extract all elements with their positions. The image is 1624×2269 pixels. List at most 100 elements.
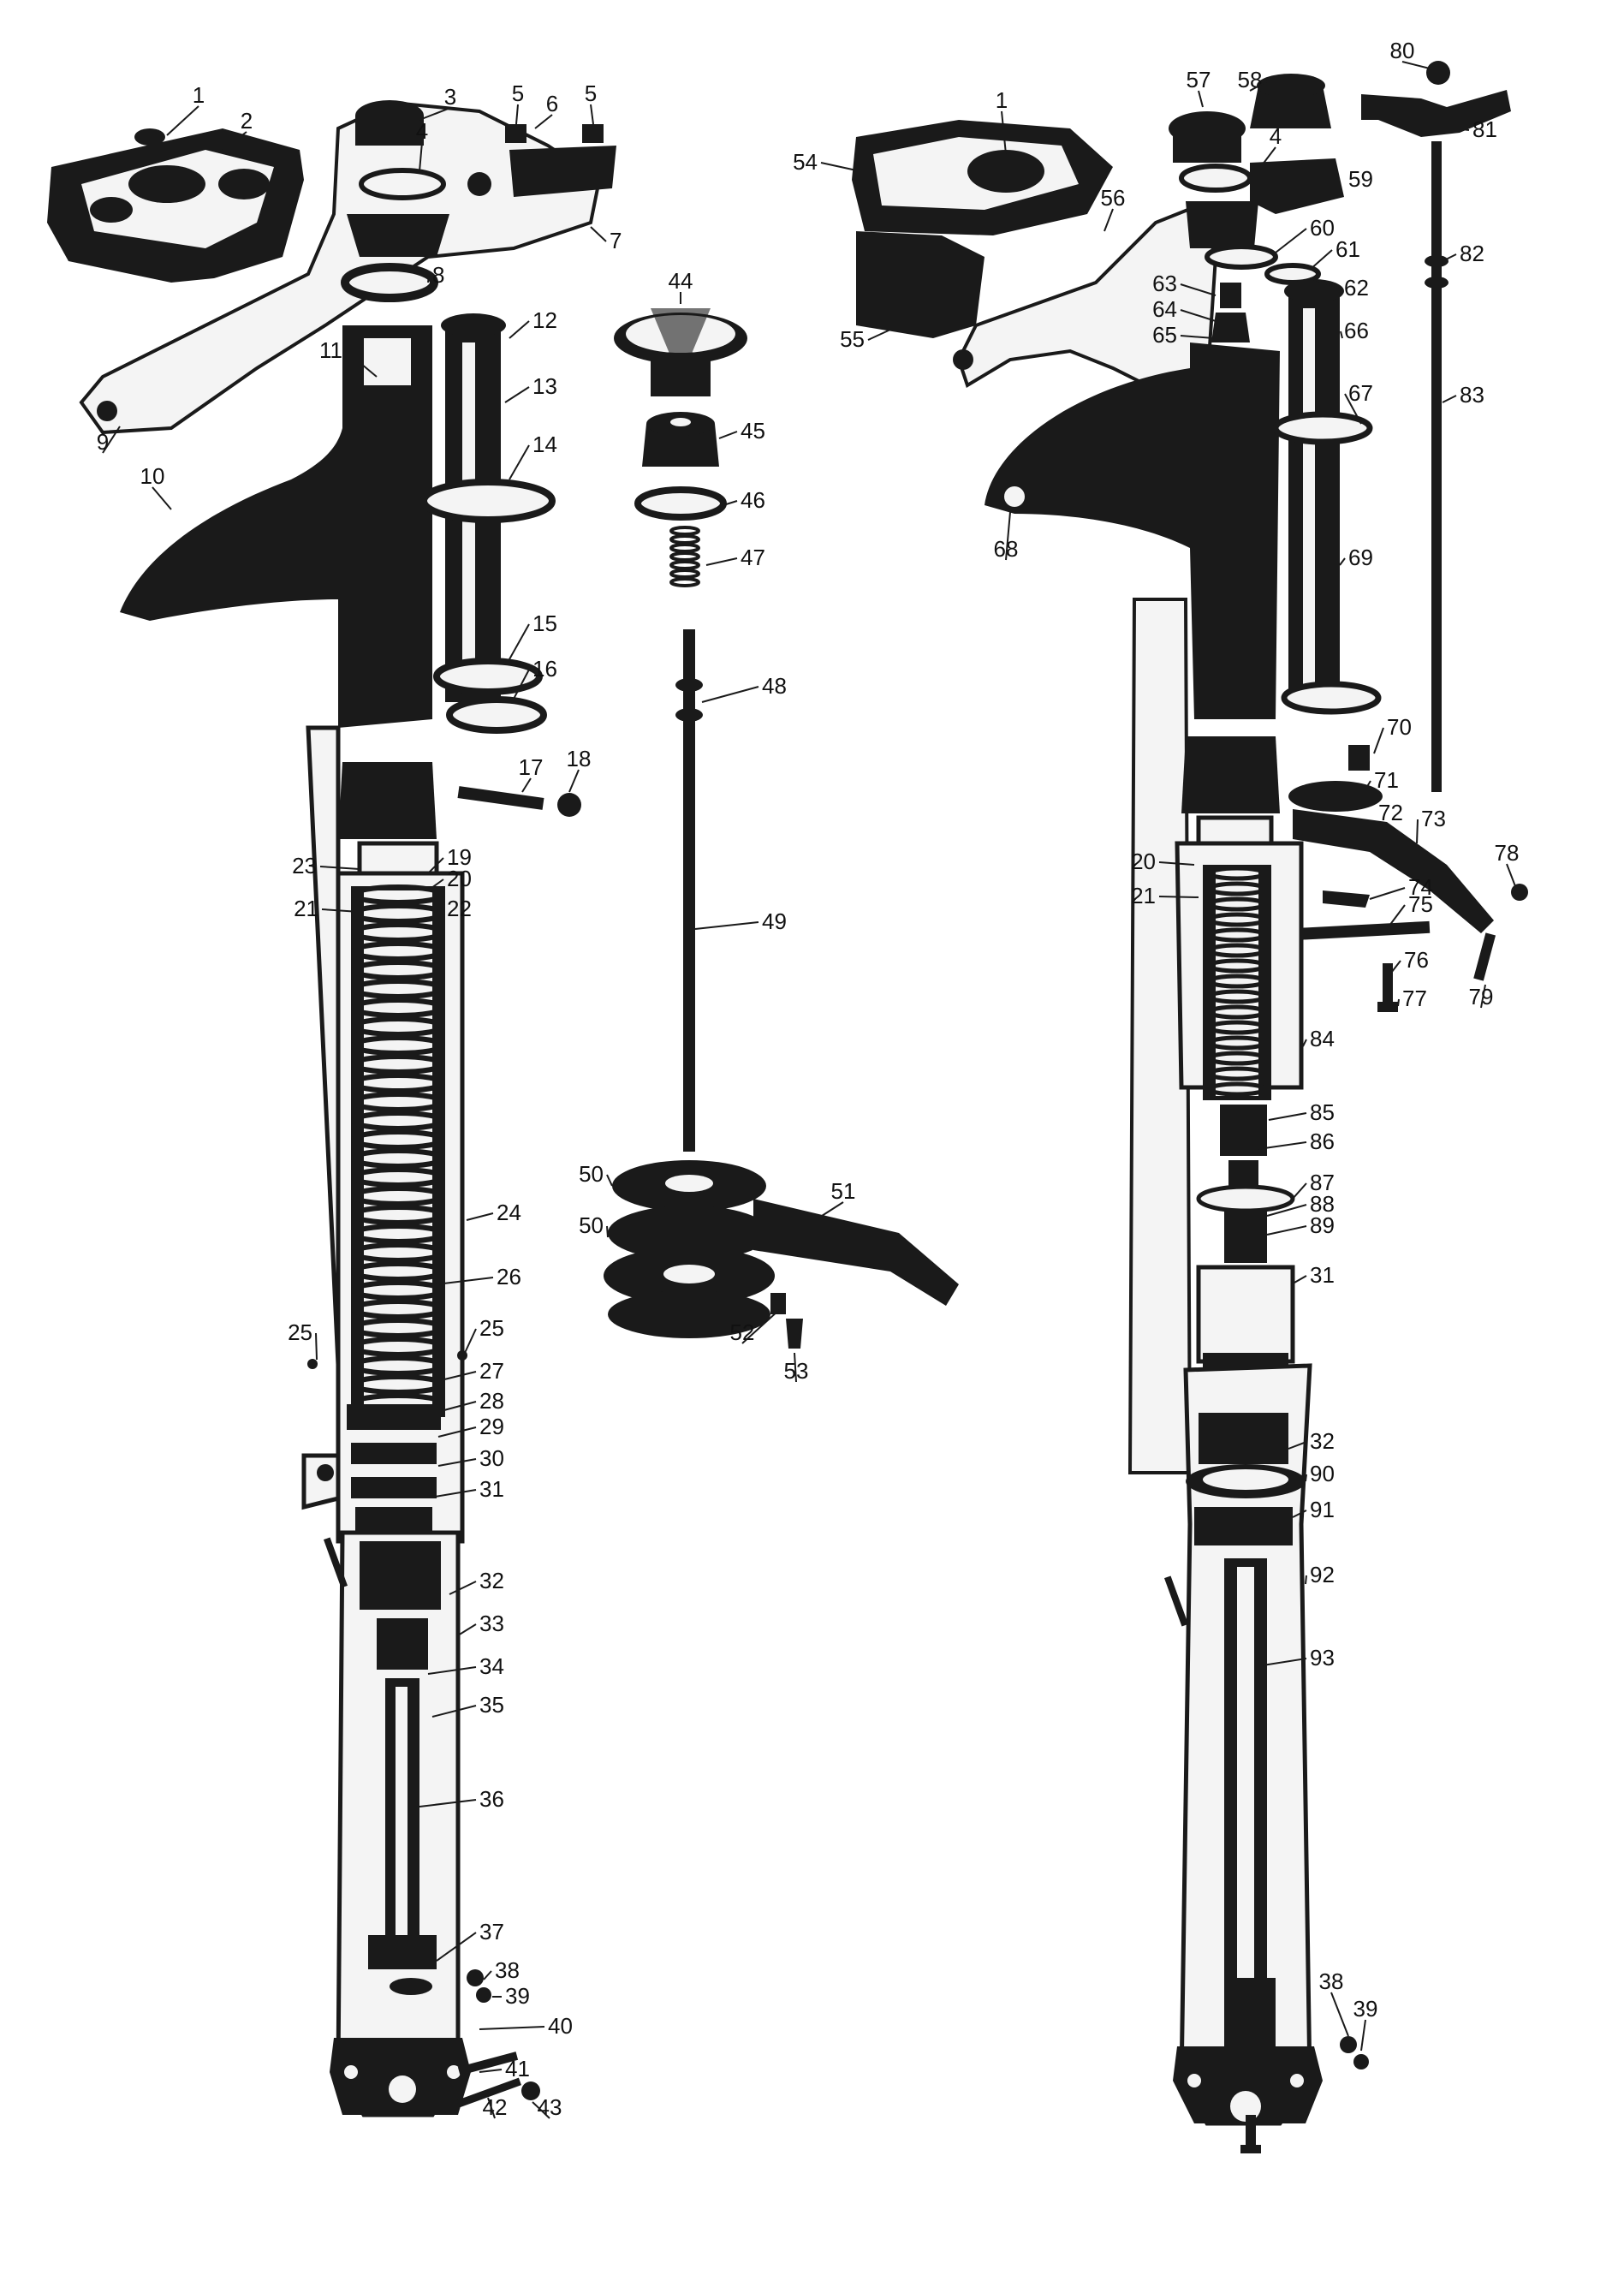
callout-59: 59 [1348, 166, 1373, 192]
callout-34: 34 [479, 1653, 504, 1679]
callout-38: 38 [495, 1957, 520, 1983]
callout-11: 11 [319, 337, 342, 363]
leader-line [521, 777, 532, 793]
leader-line [511, 669, 530, 703]
leader-line [427, 275, 430, 283]
callout-10: 10 [140, 463, 165, 489]
callout-38: 38 [1319, 1968, 1344, 1994]
callout-1: 1 [193, 82, 205, 108]
callout-47: 47 [741, 545, 765, 570]
leader-line [1330, 1992, 1349, 2037]
callout-5: 5 [512, 80, 524, 106]
leader-line [1360, 780, 1371, 797]
callout-25: 25 [479, 1315, 504, 1341]
leader-line [1268, 1112, 1307, 1121]
damper-knob [614, 308, 747, 396]
callout-92: 92 [1310, 1562, 1335, 1587]
callout-75: 75 [1408, 891, 1433, 917]
callout-9: 9 [97, 429, 109, 455]
leader-line [1253, 146, 1276, 176]
callout-5: 5 [585, 80, 597, 106]
leader-line [867, 329, 891, 341]
callout-33: 33 [479, 1611, 504, 1636]
callout-1: 1 [996, 87, 1008, 113]
leader-line [419, 1799, 477, 1807]
callout-35: 35 [479, 1692, 504, 1718]
callout-4: 4 [1270, 123, 1282, 149]
callout-4: 4 [416, 118, 428, 144]
leader-line [419, 141, 423, 172]
leader-line [464, 1328, 477, 1354]
leader-line [1373, 727, 1384, 754]
leader-line [319, 866, 360, 870]
leader-line [1397, 998, 1400, 1007]
callout-23: 23 [292, 853, 317, 878]
leader-line [509, 444, 530, 480]
callout-18: 18 [567, 746, 592, 771]
leader-line [1386, 904, 1406, 930]
leader-line [1442, 395, 1457, 403]
callout-21: 21 [1131, 883, 1156, 908]
callout-44: 44 [669, 268, 693, 294]
callout-27: 27 [479, 1358, 504, 1384]
leader-line [509, 623, 530, 660]
callout-90: 90 [1310, 1461, 1335, 1486]
leader-line [590, 104, 594, 125]
callout-39: 39 [1353, 1996, 1378, 2022]
leader-line [794, 1352, 797, 1383]
leader-line [1258, 1141, 1307, 1150]
leader-line [1360, 2019, 1366, 2052]
callout-8: 8 [432, 262, 444, 288]
callout-73: 73 [1421, 806, 1446, 831]
callout-54: 54 [793, 149, 818, 175]
leader-line [431, 908, 444, 913]
leader-line [1294, 1275, 1307, 1283]
callout-57: 57 [1187, 67, 1211, 92]
leader-line [1001, 110, 1007, 155]
nut [134, 128, 165, 146]
callout-22: 22 [447, 896, 472, 921]
callout-14: 14 [532, 432, 557, 457]
callout-66: 66 [1344, 318, 1369, 343]
callout-65: 65 [1152, 322, 1177, 348]
callout-17: 17 [519, 754, 544, 780]
adjuster-rod [1431, 141, 1442, 792]
leader-line [436, 1932, 477, 1962]
callout-70: 70 [1387, 714, 1412, 740]
callout-2: 2 [241, 108, 253, 134]
callout-25: 25 [288, 1319, 312, 1345]
callout-24: 24 [497, 1200, 521, 1225]
leader-line [449, 1581, 477, 1595]
leader-line [152, 486, 172, 510]
callout-7: 7 [610, 228, 622, 253]
callout-6: 6 [546, 91, 558, 116]
callout-60: 60 [1310, 215, 1335, 241]
callout-78: 78 [1495, 840, 1520, 866]
leader-line [1005, 511, 1011, 561]
leader-line [1180, 283, 1217, 296]
callout-36: 36 [479, 1786, 504, 1812]
callout-84: 84 [1310, 1026, 1335, 1051]
callout-52: 52 [730, 1319, 755, 1345]
callout-48: 48 [762, 673, 787, 699]
leader-line [1339, 557, 1346, 566]
leader-line [821, 1201, 844, 1217]
leader-line [1302, 1039, 1307, 1047]
callout-86: 86 [1310, 1129, 1335, 1154]
callout-31: 31 [479, 1476, 504, 1502]
leader-line [1292, 1182, 1307, 1200]
callout-63: 63 [1152, 271, 1177, 296]
leader-line [718, 431, 738, 439]
callout-71: 71 [1374, 767, 1399, 793]
callout-83: 83 [1460, 382, 1484, 408]
leader-line [1266, 1225, 1307, 1236]
damper-rod [683, 629, 695, 1152]
callout-89: 89 [1310, 1212, 1335, 1238]
leader-line [1292, 1510, 1307, 1518]
left-fork-assembly [47, 100, 616, 2117]
leader-line [820, 162, 861, 172]
leader-line [534, 114, 553, 129]
callout-61: 61 [1335, 236, 1360, 262]
